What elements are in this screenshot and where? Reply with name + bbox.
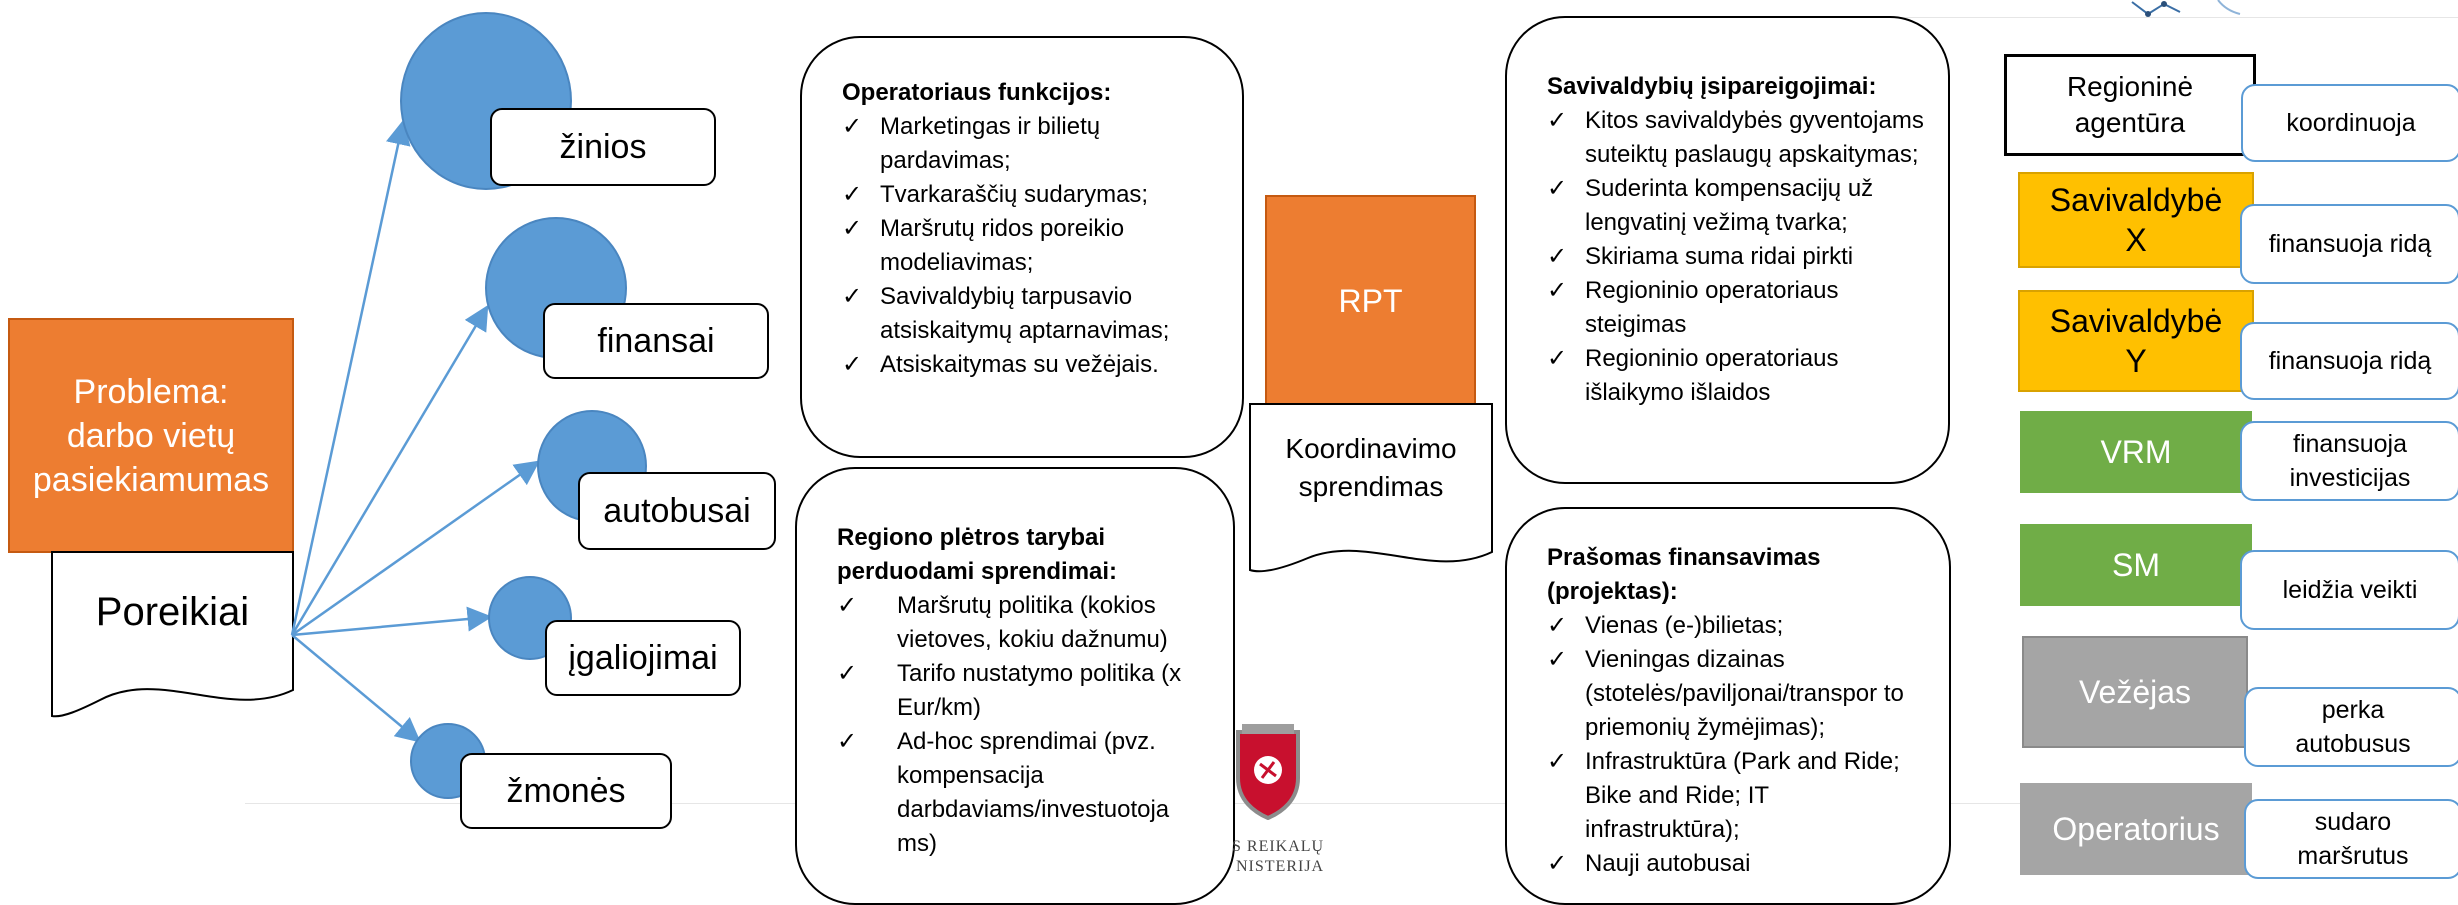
- need-item-zinios: žinios: [490, 108, 716, 186]
- coordination-decision-label: Koordinavimo sprendimas: [1285, 433, 1457, 502]
- role-tag: finansuoja investicijas: [2240, 421, 2458, 501]
- council-decisions-box: Regiono plėtros tarybai perduodami spren…: [795, 467, 1235, 905]
- role-tag: finansuoja ridą: [2240, 322, 2458, 400]
- municipal-obligation-item: Kitos savivaldybės gyventojams suteiktų …: [1547, 104, 1924, 172]
- actor-sm: SM: [2020, 524, 2252, 606]
- zinios-circle: [400, 12, 572, 190]
- problem-box: Problema: darbo vietų pasiekiamumas: [8, 318, 294, 553]
- municipal-obligation-item: Suderinta kompensacijų už lengvatinį vež…: [1547, 172, 1924, 240]
- funding-request-item: Nauji autobusai: [1547, 847, 1925, 881]
- role-tag: leidžia veikti: [2240, 550, 2458, 630]
- council-decision-item: Maršrutų politika (kokios vietoves, koki…: [837, 589, 1199, 657]
- council-decisions-title: Regiono plėtros tarybai perduodami spren…: [837, 524, 1118, 585]
- funding-request-box: Prašomas finansavimas (projektas): Viena…: [1505, 507, 1951, 905]
- actor-carrier: Vežėjas: [2022, 636, 2248, 748]
- funding-request-item: Infrastruktūra (Park and Ride; Bike and …: [1547, 745, 1925, 847]
- role-tag: koordinuoja: [2241, 84, 2458, 162]
- rpt-box: RPT: [1265, 195, 1476, 407]
- operator-function-item: Maršrutų ridos poreikio modeliavimas;: [842, 212, 1212, 280]
- actor-operator: Operatorius: [2020, 783, 2252, 875]
- need-item-autobusai: autobusai: [578, 472, 776, 550]
- municipal-obligation-item: Regioninio operatoriaus steigimas: [1547, 274, 1924, 342]
- arrow-to-zinios: [290, 119, 411, 636]
- ministry-emblem-icon: [1236, 724, 1300, 820]
- actor-regional-agency: Regioninė agentūra: [2004, 54, 2256, 156]
- council-decision-item: Tarifo nustatymo politika (x Eur/km): [837, 657, 1199, 725]
- actor-vrm: VRM: [2020, 411, 2252, 493]
- operator-function-item: Atsiskaitymas su vežėjais.: [842, 348, 1212, 382]
- need-item-igaliojimai: įgaliojimai: [545, 620, 741, 696]
- arrow-to-igaliojimai: [291, 606, 493, 637]
- needs-document-shape: [51, 551, 294, 718]
- role-tag: perka autobusus: [2244, 687, 2458, 767]
- ministry-name-line2: NISTERIJA: [1236, 858, 1325, 875]
- municipal-obligation-item: Skiriama suma ridai pirkti: [1547, 240, 1924, 274]
- arrow-to-finansai: [290, 304, 489, 636]
- funding-request-title: Prašomas finansavimas (projektas):: [1547, 544, 1821, 605]
- role-tag: finansuoja ridą: [2240, 204, 2458, 284]
- operator-function-item: Tvarkaraščių sudarymas;: [842, 178, 1212, 212]
- operator-function-item: Savivaldybių tarpusavio atsiskaitymų apt…: [842, 280, 1212, 348]
- arrow-to-zmones: [291, 634, 421, 743]
- funding-request-item: Vienas (e-)bilietas;: [1547, 609, 1925, 643]
- need-item-zmones: žmonės: [460, 753, 672, 829]
- council-decision-item: Ad-hoc sprendimai (pvz. kompensacija dar…: [837, 725, 1199, 861]
- coordination-document-shape: [1249, 403, 1493, 573]
- municipal-obligation-item: Regioninio operatoriaus išlaikymo išlaid…: [1547, 342, 1924, 410]
- need-item-finansai: finansai: [543, 303, 769, 379]
- partial-logo-icon: [2131, 0, 2241, 17]
- ministry-name-line1: S REIKALŲ: [1232, 838, 1325, 855]
- operator-function-item: Marketingas ir bilietų pardavimas;: [842, 110, 1212, 178]
- needs-label: Poreikiai: [95, 590, 250, 634]
- role-tag: sudaro maršrutus: [2244, 799, 2458, 879]
- municipal-obligations-box: Savivaldybių įsipareigojimai: Kitos savi…: [1505, 16, 1950, 484]
- funding-request-item: Vieningas dizainas (stotelės/paviljonai/…: [1547, 643, 1925, 745]
- actor-municipality-y: Savivaldybė Y: [2018, 290, 2254, 392]
- operator-functions-box: Operatoriaus funkcijos: Marketingas ir b…: [800, 36, 1244, 458]
- arrow-to-autobusai: [291, 460, 541, 637]
- operator-functions-title: Operatoriaus funkcijos:: [842, 79, 1112, 106]
- actor-municipality-x: Savivaldybė X: [2018, 172, 2254, 268]
- municipal-obligations-title: Savivaldybių įsipareigojimai:: [1547, 73, 1877, 100]
